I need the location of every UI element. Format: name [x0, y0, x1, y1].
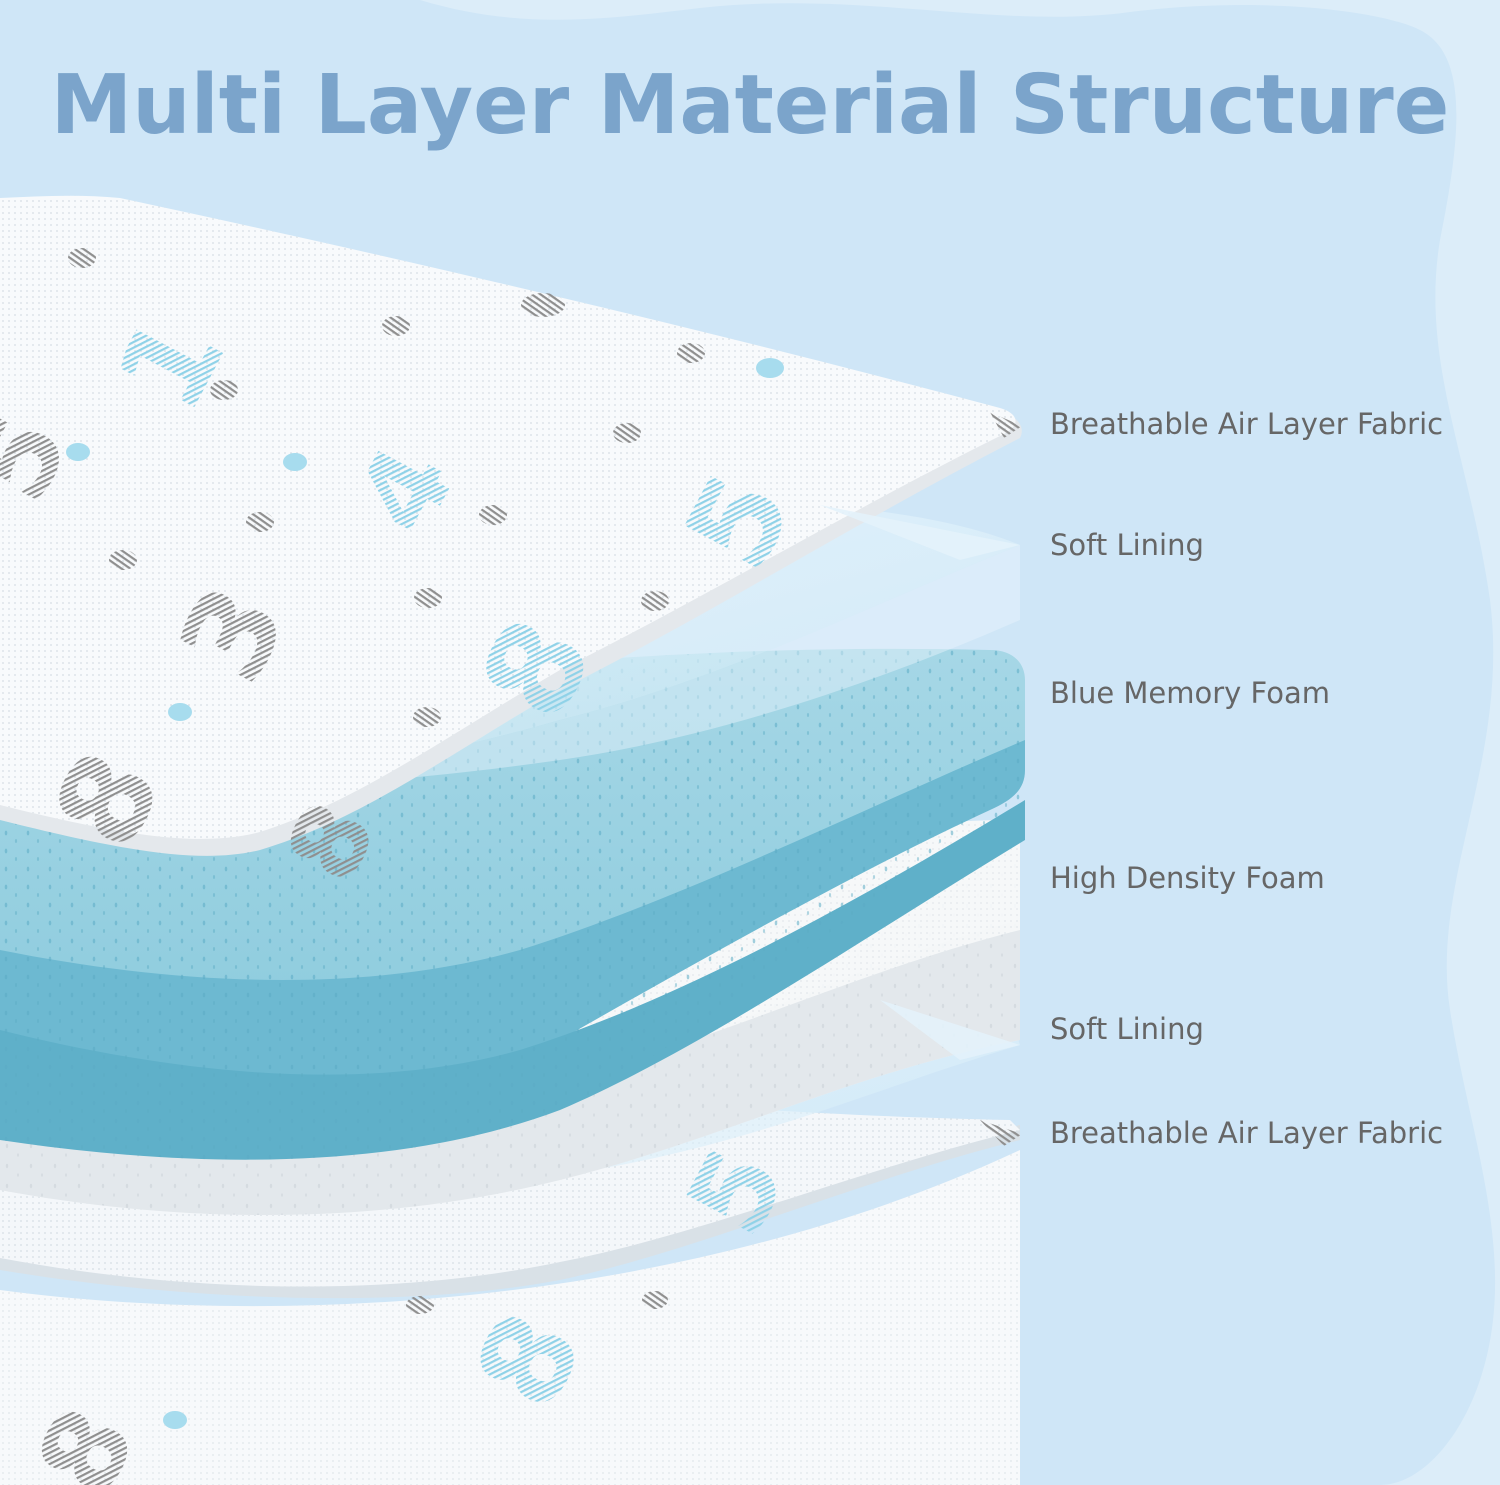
upper-soft-lining-sheen — [0, 545, 1020, 793]
top-print-dots — [66, 248, 784, 727]
page-title: Multi Layer Material Structure — [50, 58, 1450, 153]
layer-label-breathable-air-top: Breathable Air Layer Fabric — [1050, 407, 1444, 441]
blue-memory-foam — [0, 648, 1025, 1160]
top-fabric-layer: 1 4 5 3 8 8 8 5 — [0, 195, 1022, 900]
layer-label-blue-memory-foam: Blue Memory Foam — [1050, 676, 1330, 710]
layer-label-soft-lining-bottom: Soft Lining — [1050, 1012, 1204, 1046]
layer-connectors — [820, 505, 1022, 1146]
layer-label-breathable-air-bottom: Breathable Air Layer Fabric — [1050, 1116, 1444, 1150]
layer-label-soft-lining-top: Soft Lining — [1050, 528, 1204, 562]
layer-label-high-density-foam: High Density Foam — [1050, 861, 1325, 895]
